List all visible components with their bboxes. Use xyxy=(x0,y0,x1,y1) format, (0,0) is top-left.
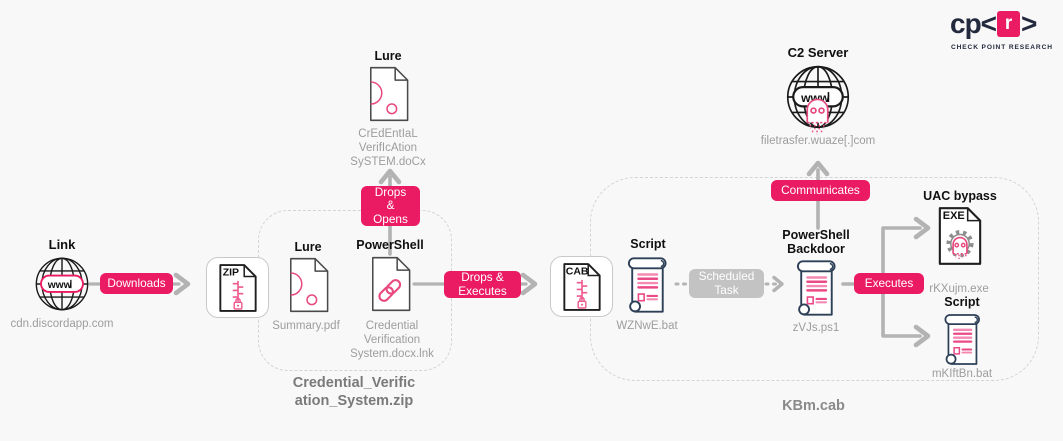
zip-file-icon: ZIP xyxy=(217,263,259,313)
lure-pdf-caption: Summary.pdf xyxy=(272,320,340,332)
script2-title: Script xyxy=(944,295,980,309)
uac-bypass-title: UAC bypass xyxy=(923,189,997,203)
script2-caption: mKIftBn.bat xyxy=(931,368,993,380)
downloads-arrowhead xyxy=(173,272,191,296)
script1-caption: WZNwE.bat xyxy=(616,320,678,332)
cab-file-icon: CAB xyxy=(561,262,603,312)
logo-tagline: CHECK POINT RESEARCH xyxy=(951,44,1053,51)
link-caption: cdn.discordapp.com xyxy=(10,318,114,330)
lure-document-icon xyxy=(286,257,330,313)
communicates-arrowhead xyxy=(806,160,830,177)
powershell-caption: Credential Verification System.docx.lnk xyxy=(350,320,434,361)
lure-pdf-title: Lure xyxy=(294,240,322,254)
zip-package-label: Credential_Verific ation_System.zip xyxy=(292,375,416,410)
backdoor-caption: zVJs.ps1 xyxy=(792,322,840,334)
cab-file-card: CAB xyxy=(550,256,613,317)
globe-www-icon: www xyxy=(34,256,90,312)
communicates-button: Communicates xyxy=(771,180,870,201)
zip-file-card: ZIP xyxy=(206,257,269,318)
executes-button: Executes xyxy=(854,273,924,294)
lure-docx-title: Lure xyxy=(374,49,402,63)
lure-docx-caption: CrEdEntIaL VerifIcAtion SySTEM.doCx xyxy=(350,128,426,169)
shortcut-link-icon xyxy=(368,256,412,312)
script-scroll-icon xyxy=(938,311,986,367)
drops-executes-button: Drops & Executes xyxy=(444,271,521,298)
logo-gt-text: > xyxy=(1021,8,1037,39)
cab-package-label: KBm.cab xyxy=(782,398,845,414)
logo-cp-text: cp< xyxy=(950,8,997,39)
link-title: Link xyxy=(48,237,76,252)
lure-document-icon xyxy=(366,66,410,122)
uac-bypass-caption: rKXujm.exe xyxy=(929,283,989,295)
svg-text:EXE: EXE xyxy=(943,210,965,222)
exe-gear-ghost-icon: EXE xyxy=(936,206,984,266)
downloads-button: Downloads xyxy=(100,273,173,294)
logo-r-box: r xyxy=(997,11,1021,37)
drops-opens-button: Drops & Opens xyxy=(361,185,420,226)
executes-arrowhead-script xyxy=(913,324,931,348)
backdoor-title: PowerShell Backdoor xyxy=(782,228,850,257)
svg-text:ZIP: ZIP xyxy=(222,266,238,278)
scheduled-task-arrowhead xyxy=(772,275,784,293)
powershell-title: PowerShell xyxy=(356,238,424,252)
svg-text:www: www xyxy=(47,280,72,291)
check-point-research-logo: cp< r > xyxy=(950,8,1037,40)
drops-executes-arrowhead xyxy=(520,272,538,296)
ghost-icon xyxy=(803,95,832,136)
script1-title: Script xyxy=(630,237,666,251)
executes-arrowhead-uac xyxy=(913,216,931,240)
c2-server-caption: filetrasfer.wuaze[.]com xyxy=(760,135,876,147)
svg-text:CAB: CAB xyxy=(565,265,588,277)
scheduled-task-button: Scheduled Task xyxy=(689,269,764,298)
drops-opens-arrowhead xyxy=(378,168,402,185)
script-scroll-icon xyxy=(791,257,841,318)
c2-server-title: C2 Server xyxy=(787,45,849,60)
script-scroll-icon xyxy=(622,254,672,315)
